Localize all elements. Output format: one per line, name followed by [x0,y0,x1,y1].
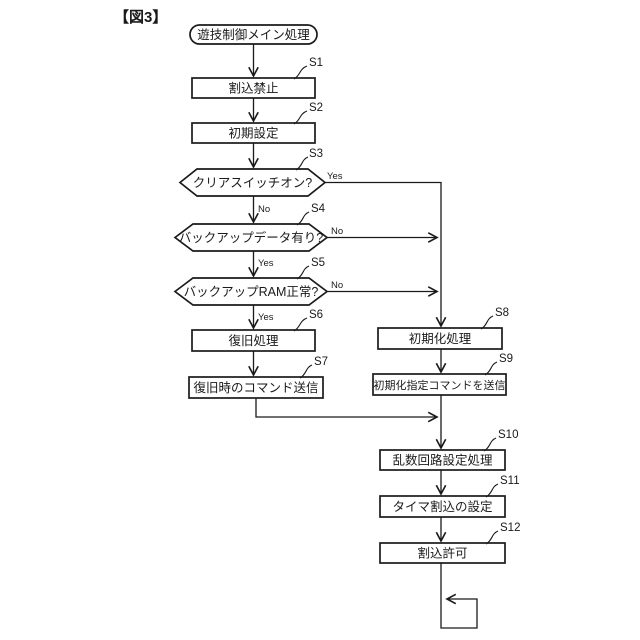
leader-s6 [293,317,308,332]
branch-label-s3-yes: Yes [327,171,343,182]
step-id-s8: S8 [495,307,509,319]
process-label-s2: 初期設定 [228,126,278,141]
decision-s5 [173,277,329,306]
decision-s3 [178,168,327,197]
leader-s7 [299,364,313,379]
decision-label-s4: バックアップデータ有り? [179,230,324,245]
decision-label-s5: バックアップRAM正常? [184,285,319,299]
step-id-s4: S4 [311,203,326,215]
start-terminal [189,24,318,45]
step-id-s3: S3 [309,148,323,160]
process-box-s9 [372,373,507,396]
leader-s2 [293,110,308,125]
leader-s1 [293,65,308,80]
process-box-s6 [191,329,316,352]
figure-label: 【図3】 [114,8,167,26]
loop-connector [440,563,478,629]
leader-s11 [485,483,499,498]
process-label-s11: タイマ割込の設定 [392,499,492,514]
decision-label-s3: クリアスイッチオン? [193,176,313,190]
process-box-s10 [379,449,506,471]
branch-label-s3-no: No [258,204,270,215]
process-box-s1 [191,77,316,99]
arrow-s3-yes-to-s8 [325,181,447,328]
process-label-s1: 割込禁止 [228,81,278,96]
process-box-s11 [379,495,506,518]
step-id-s1: S1 [309,57,323,69]
leader-s9 [484,361,498,376]
leader-s10 [483,437,497,452]
start-terminal-label: 遊技制御メイン処理 [197,27,310,42]
branch-label-s5-no: No [331,280,343,291]
leader-s3 [295,156,309,171]
step-id-s12: S12 [500,522,520,534]
process-label-s6: 復旧処理 [228,333,279,348]
process-box-s2 [191,122,316,144]
branch-label-s4-yes: Yes [258,258,274,269]
decision-s4 [173,223,329,252]
process-label-s9: 初期化指定コマンドを送信 [374,378,506,392]
process-box-s8 [377,327,503,350]
process-label-s8: 初期化処理 [409,332,472,346]
step-id-s6: S6 [309,309,323,321]
leader-s5 [296,265,310,280]
process-label-s12: 割込許可 [417,546,467,561]
process-label-s10: 乱数回路設定処理 [392,453,493,468]
process-box-s7 [188,376,324,399]
leader-s4 [296,211,310,226]
step-id-s9: S9 [499,353,513,365]
step-id-s10: S10 [498,429,518,441]
step-id-s11: S11 [500,475,520,487]
arrow-s7-to-merge [255,398,439,423]
step-id-s5: S5 [311,257,325,269]
branch-label-s5-yes: Yes [258,312,274,323]
process-label-s7: 復旧時のコマンド送信 [193,380,318,395]
leader-s12 [485,530,499,545]
leader-s8 [480,315,494,330]
step-id-s7: S7 [314,356,328,368]
branch-label-s4-no: No [331,226,343,237]
process-box-s12 [379,542,506,564]
step-id-s2: S2 [309,102,323,114]
